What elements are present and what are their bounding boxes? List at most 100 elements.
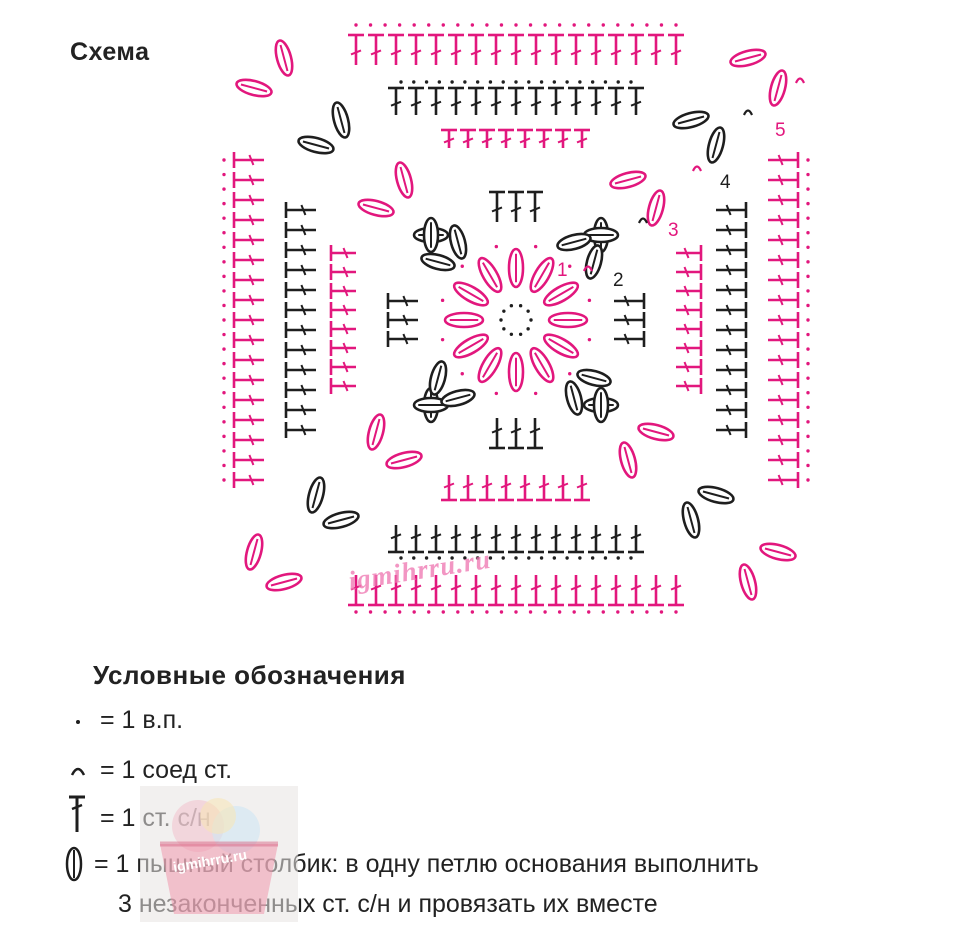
double-crochet-bar bbox=[342, 247, 349, 259]
double-crochet-bar bbox=[300, 284, 307, 296]
chain-dot bbox=[509, 304, 514, 308]
double-crochet-bar bbox=[490, 100, 502, 107]
chain-dot bbox=[514, 23, 518, 27]
chain-dot bbox=[463, 80, 467, 84]
double-crochet-bar bbox=[670, 584, 682, 591]
chain-dot bbox=[514, 556, 518, 560]
chain-dot bbox=[806, 303, 810, 308]
legend-text-chain: = 1 в.п. bbox=[100, 706, 184, 734]
double-crochet-bar bbox=[342, 266, 349, 278]
chain-dot bbox=[587, 298, 592, 303]
double-crochet-bar bbox=[450, 49, 462, 56]
chain-dot bbox=[645, 23, 649, 27]
chain-dot bbox=[528, 610, 533, 614]
chain-dot bbox=[565, 556, 569, 560]
double-crochet-bar bbox=[630, 584, 642, 591]
chain-dot bbox=[526, 327, 530, 331]
puff-stitch-icon bbox=[65, 846, 83, 882]
double-crochet-bar bbox=[248, 434, 255, 446]
chain-dot bbox=[590, 80, 595, 84]
double-crochet-bar bbox=[248, 374, 255, 386]
diagram-title: Схема bbox=[70, 38, 150, 66]
chain-dot bbox=[568, 264, 572, 268]
double-crochet-bar bbox=[777, 434, 784, 446]
puff-stitch-stroke bbox=[677, 115, 705, 125]
double-crochet-bar bbox=[777, 354, 784, 366]
double-crochet-bar bbox=[650, 584, 662, 591]
double-crochet-bar bbox=[550, 584, 562, 591]
chain-dot bbox=[659, 23, 664, 27]
chain-dot bbox=[572, 23, 576, 27]
chain-dot bbox=[514, 610, 518, 614]
double-crochet-bar bbox=[450, 584, 462, 591]
round-number-1: 1 bbox=[557, 260, 568, 281]
chain-dot bbox=[463, 556, 467, 560]
chain-dot bbox=[222, 434, 226, 439]
double-crochet-bar bbox=[777, 274, 784, 286]
double-crochet-bar bbox=[430, 100, 442, 107]
chain-dot bbox=[424, 80, 429, 84]
chain-dot bbox=[222, 172, 226, 177]
puff-stitch-stroke bbox=[581, 373, 607, 383]
double-crochet-bar bbox=[510, 533, 522, 540]
double-crochet-bar bbox=[248, 214, 255, 226]
double-crochet-bar bbox=[530, 100, 542, 107]
chain-dot bbox=[543, 23, 547, 27]
double-crochet-bar bbox=[683, 342, 690, 354]
double-crochet-bar bbox=[777, 394, 784, 406]
chain-dot bbox=[578, 80, 582, 84]
chain-dot bbox=[629, 80, 633, 84]
double-crochet-bar bbox=[248, 194, 255, 206]
double-crochet-bar bbox=[538, 482, 550, 489]
double-crochet-bar bbox=[777, 194, 784, 206]
chain-dot bbox=[806, 289, 810, 293]
puff-stitch-stroke bbox=[743, 568, 753, 596]
puff-stitch-stroke bbox=[534, 352, 550, 378]
double-crochet-bar bbox=[777, 154, 784, 166]
double-crochet-bar bbox=[590, 49, 602, 56]
chain-dot bbox=[587, 23, 591, 27]
chain-dot bbox=[222, 420, 226, 424]
double-crochet-bar bbox=[683, 304, 690, 316]
chain-dot bbox=[601, 610, 605, 614]
double-crochet-bar bbox=[725, 384, 732, 396]
double-crochet-bar bbox=[610, 100, 622, 107]
double-crochet-bar bbox=[248, 354, 255, 366]
chain-dot bbox=[630, 610, 635, 614]
chain-dot bbox=[616, 610, 620, 614]
double-crochet-bar bbox=[430, 533, 442, 540]
double-crochet-bar bbox=[300, 244, 307, 256]
chain-dot bbox=[488, 80, 493, 84]
puff-stitch-stroke bbox=[686, 506, 696, 534]
double-crochet-bar bbox=[777, 334, 784, 346]
chain-dot bbox=[470, 23, 475, 27]
double-crochet-bar bbox=[777, 234, 784, 246]
double-crochet-bar bbox=[630, 100, 642, 107]
double-crochet-bar bbox=[557, 137, 569, 144]
double-crochet-bar bbox=[490, 584, 502, 591]
chain-dot bbox=[518, 332, 523, 336]
chain-dot bbox=[527, 556, 531, 560]
double-crochet-bar bbox=[470, 584, 482, 591]
puff-stitch-stroke bbox=[734, 53, 762, 63]
double-crochet-bar bbox=[529, 427, 541, 434]
puff-stitch-stroke bbox=[249, 538, 259, 566]
double-crochet-bar bbox=[410, 533, 422, 540]
chain-dot bbox=[806, 187, 810, 191]
chain-dot bbox=[397, 610, 402, 614]
chain-dot bbox=[488, 556, 493, 560]
chain-dot bbox=[222, 187, 226, 191]
puff-stitch-stroke bbox=[764, 547, 792, 557]
chain-dot bbox=[806, 172, 810, 177]
chain-dot bbox=[674, 23, 678, 27]
puff-stitch-stroke bbox=[702, 490, 730, 500]
chain-dot bbox=[222, 463, 226, 468]
chain-dot bbox=[645, 610, 649, 614]
double-crochet-bar bbox=[725, 404, 732, 416]
chain-dot bbox=[806, 274, 810, 279]
double-crochet-bar bbox=[402, 295, 409, 307]
chain-dot bbox=[456, 610, 460, 614]
chain-dot bbox=[587, 337, 592, 342]
puff-stitch-stroke bbox=[279, 44, 289, 72]
double-crochet-bar bbox=[300, 384, 307, 396]
